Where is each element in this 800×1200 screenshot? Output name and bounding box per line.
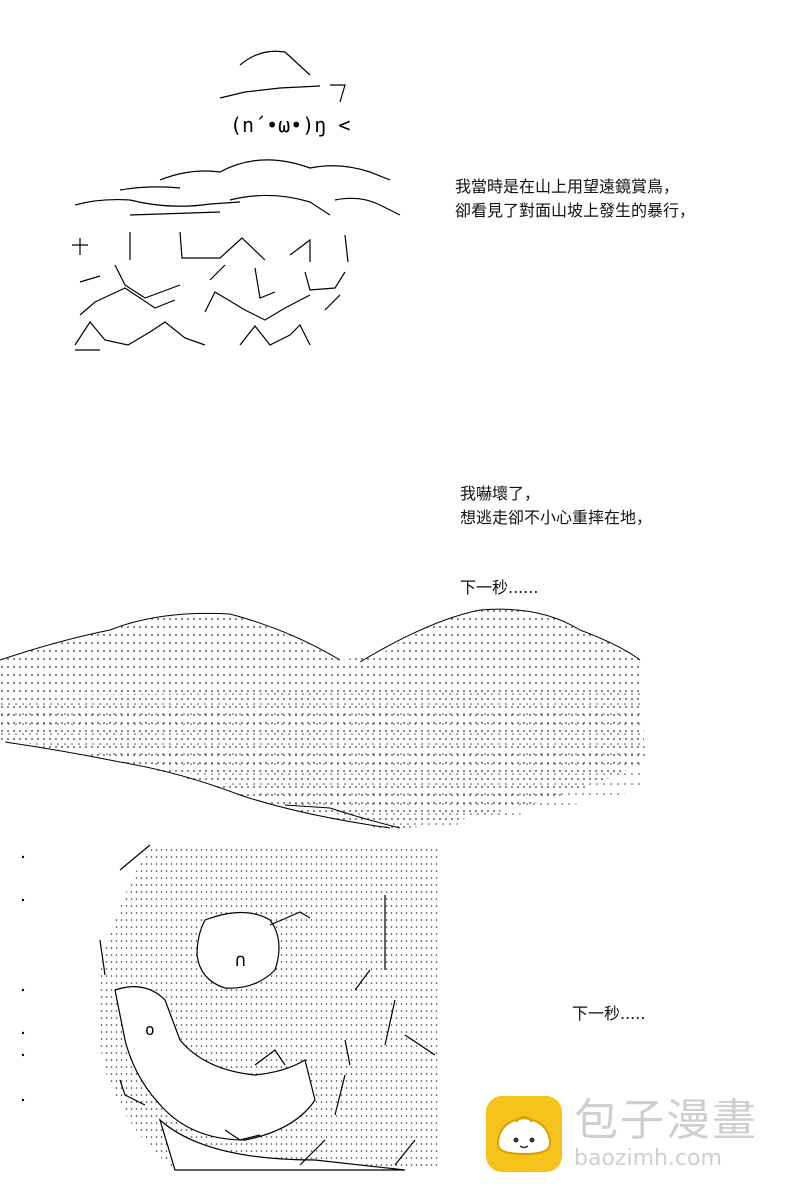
margin-dots: [21, 855, 25, 1102]
caption-block-1: 我當時是在山上用望遠鏡賞鳥， 卻看見了對面山坡上發生的暴行，: [455, 175, 695, 223]
caption-block-2: 我嚇壞了， 想逃走卻不小心重摔在地，: [460, 482, 652, 530]
svg-text:(n´•ω•)ŋ <: (n´•ω•)ŋ <: [230, 113, 350, 137]
caption-line-3: 我嚇壞了，: [460, 484, 541, 503]
caption-line-4: 想逃走卻不小心重摔在地，: [460, 508, 653, 527]
caption-line-6: 下一秒.....: [572, 1004, 646, 1023]
panel-falling-character: ∩ o: [97, 844, 440, 1171]
svg-text:∩: ∩: [235, 950, 246, 971]
watermark-title: 包子漫畫: [574, 1095, 758, 1146]
bun-logo-icon: [486, 1096, 562, 1172]
watermark: 包子漫畫 baozimh.com: [484, 1092, 784, 1182]
caption-line-2: 卻看見了對面山坡上發生的暴行，: [455, 201, 696, 220]
caption-line-1: 我當時是在山上用望遠鏡賞鳥，: [455, 177, 680, 196]
panel-mountains: [0, 608, 645, 830]
svg-text:o: o: [145, 1020, 155, 1039]
panel-character-on-cliff: (n´•ω•)ŋ <: [72, 50, 401, 351]
watermark-url: baozimh.com: [574, 1146, 722, 1171]
caption-line-5: 下一秒......: [460, 578, 539, 597]
